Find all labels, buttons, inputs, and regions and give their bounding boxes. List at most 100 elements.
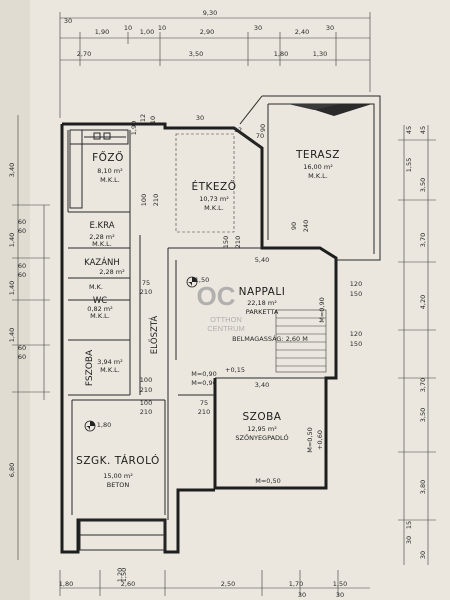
dimension-label: 1,70 xyxy=(289,580,303,588)
room-area: 8,10 m² xyxy=(97,167,123,175)
room-szoba: SZOBA 12,95 m² SZŐNYEGPADLÓ xyxy=(235,411,288,442)
bottom-dimension-lines xyxy=(59,570,370,596)
room-floor: M.K.L. xyxy=(100,366,120,374)
dimension-label: 12 xyxy=(234,126,242,134)
dimension-label: 10 xyxy=(158,24,166,32)
dimension-label: 3,40 xyxy=(8,163,16,177)
kitchen-counter xyxy=(69,129,129,209)
room-area: 22,18 m² xyxy=(247,299,277,307)
room-name: FŐZŐ xyxy=(92,150,124,164)
watermark: OC OTTHON CENTRUM xyxy=(197,281,245,333)
room-floor: PARKETTA xyxy=(246,308,279,316)
garage-door xyxy=(79,519,166,551)
room-area: 12,95 m² xyxy=(247,425,277,433)
dimension-label: 60 xyxy=(18,262,26,270)
dimension-label: 45 xyxy=(419,126,427,134)
dimension-label: 30 xyxy=(326,24,334,32)
dimension-label: 12 xyxy=(139,114,147,122)
dimension-label: 100 xyxy=(140,376,152,384)
dimension-label: 30 xyxy=(196,114,204,122)
dimension-label: 1,55 xyxy=(405,158,413,172)
dimension-label: 30 xyxy=(64,17,72,25)
dimension-label: 1,80 xyxy=(59,580,73,588)
dimension-label: 30 xyxy=(405,536,413,544)
room-name: E.KRA xyxy=(89,221,114,231)
room-terasz: TERASZ 16,00 m² M.K.L. xyxy=(295,149,340,180)
dimension-label: 10 xyxy=(149,116,157,124)
watermark-logo: OC xyxy=(197,281,236,311)
left-dimension-lines xyxy=(12,115,50,560)
dimension-label: 45 xyxy=(405,126,413,134)
dimension-label: 3,70 xyxy=(419,233,427,247)
dimension-label: M=0,90 xyxy=(191,379,217,387)
dimension-label: 120 xyxy=(350,330,362,338)
dimension-label: 100 xyxy=(140,194,148,206)
room-name: SZGK. TÁROLÓ xyxy=(76,454,160,467)
dimension-label: 210 xyxy=(152,194,160,206)
dimension-label: 2,50 xyxy=(221,580,235,588)
dimension-label: 240 xyxy=(302,220,310,232)
dimension-label: 3,70 xyxy=(419,378,427,392)
dimension-label: 5,40 xyxy=(255,256,269,264)
dimension-label: 30 xyxy=(254,24,262,32)
room-area: 15,00 m² xyxy=(103,472,133,480)
dimension-label: 3,80 xyxy=(419,480,427,494)
dimension-label: 1,90 xyxy=(95,28,109,36)
dimension-label: 3,50 xyxy=(419,408,427,422)
ceiling-height-note: BELMAGASSÁG: 2,60 M xyxy=(232,334,308,343)
room-floor: BETON xyxy=(107,481,130,489)
room-name: FSZOBA xyxy=(85,349,95,386)
dimension-label: +0,15 xyxy=(225,366,245,374)
dimension-label: 150 xyxy=(350,290,362,298)
dimension-label: 1,50 xyxy=(120,568,128,582)
dimension-label: 210 xyxy=(140,288,152,296)
dimension-label: 6,80 xyxy=(8,463,16,477)
dimension-label: 9,30 xyxy=(203,9,217,17)
dimension-label: M=0,50 xyxy=(306,427,314,453)
room-kazanh: KAZÁNH 2,28 m² M.K. xyxy=(84,256,125,291)
dimension-label: M=0,50 xyxy=(255,477,281,485)
terrace-awning-mark-2 xyxy=(288,104,340,110)
room-fozo: FŐZŐ 8,10 m² M.K.L. xyxy=(92,150,124,184)
dimension-label: 1,00 xyxy=(140,28,154,36)
dimension-label: 210 xyxy=(140,408,152,416)
room-name: TERASZ xyxy=(295,149,340,161)
dimension-label: 2,60 xyxy=(121,580,135,588)
dimension-label: 1,90 xyxy=(130,121,138,135)
dimension-label: 30 xyxy=(298,591,306,599)
dimension-label: 100 xyxy=(140,399,152,407)
dimension-label: 70 xyxy=(256,132,264,140)
dimension-label: 75 xyxy=(142,279,150,287)
dimension-label: 210 xyxy=(198,408,210,416)
room-floor: M.K.L. xyxy=(90,312,110,320)
room-ekra: E.KRA 2,28 m² M.K.L. xyxy=(89,221,115,248)
dimension-label: M=0,90 xyxy=(191,370,217,378)
dimension-label: 60 xyxy=(18,227,26,235)
dimension-label: 3,50 xyxy=(419,178,427,192)
room-floor: SZŐNYEGPADLÓ xyxy=(235,433,288,442)
dimension-label: 1,40 xyxy=(8,328,16,342)
room-floor: M.K.L. xyxy=(204,204,224,212)
dimension-label: 1,80 xyxy=(97,421,111,429)
watermark-line1: OTTHON xyxy=(210,315,242,324)
room-nappali: NAPPALI 22,18 m² PARKETTA xyxy=(239,286,285,316)
dimension-label: 60 xyxy=(18,353,26,361)
room-area: 2,28 m² xyxy=(89,233,115,241)
room-name: ELŐSZTÁ xyxy=(148,316,160,355)
dimension-label: +0,60 xyxy=(316,430,324,450)
dimension-label: 1,20 xyxy=(116,568,124,582)
dimension-label: 90 xyxy=(259,124,267,132)
dimension-label: M=0,90 xyxy=(318,297,326,323)
right-dimension-lines xyxy=(398,125,436,565)
room-name: WC xyxy=(93,296,107,306)
dimension-label: 210 xyxy=(140,386,152,394)
dimension-label: 120 xyxy=(350,280,362,288)
top-dimension-lines xyxy=(59,12,371,118)
dimension-label: 90 xyxy=(290,222,298,230)
dimension-label: 1,40 xyxy=(8,233,16,247)
room-area: 2,28 m² xyxy=(99,268,125,276)
dimension-label: 30 xyxy=(336,591,344,599)
dimension-label: 1,80 xyxy=(274,50,288,58)
